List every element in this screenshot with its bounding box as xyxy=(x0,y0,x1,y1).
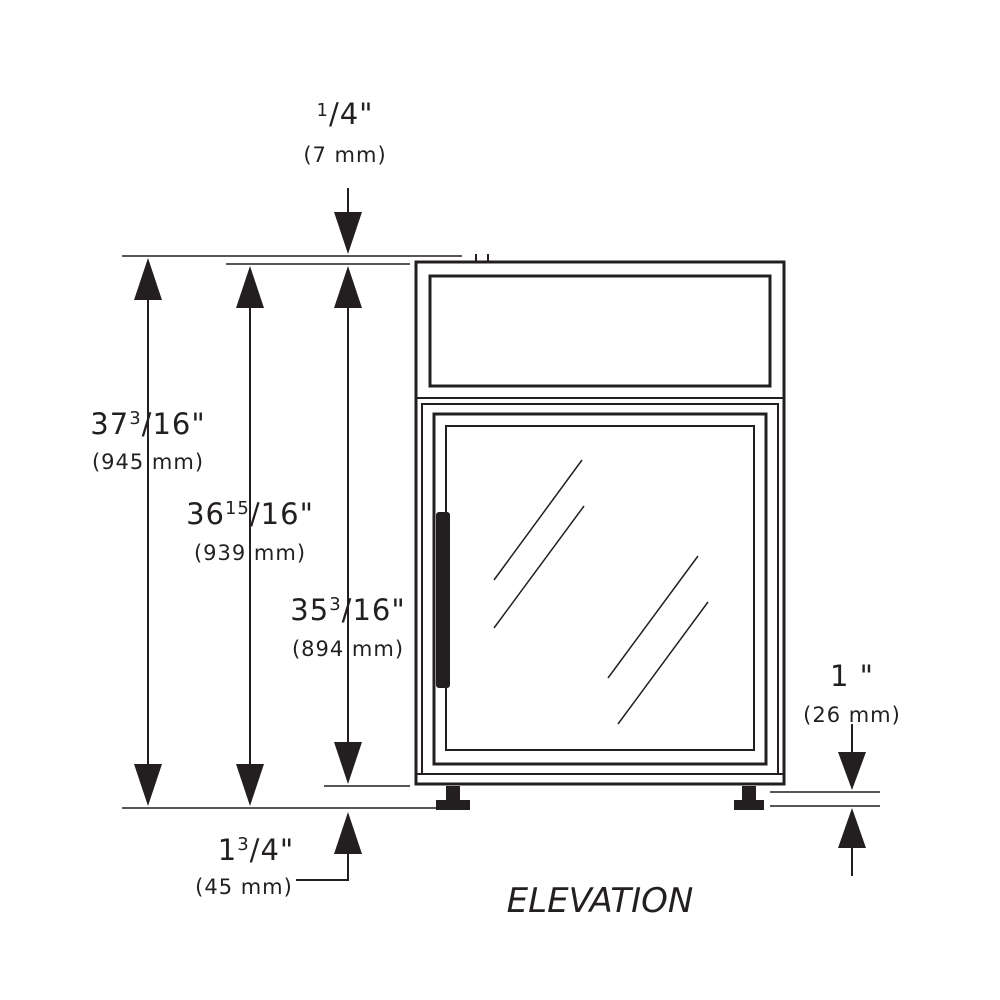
overall-numerator: 3 xyxy=(129,408,141,429)
body-unit: " xyxy=(300,497,314,531)
leg-left xyxy=(446,786,460,802)
door-handle xyxy=(436,512,450,688)
body-denominator: 16 xyxy=(261,497,300,531)
view-label: ELEVATION xyxy=(507,881,694,921)
overall-unit: " xyxy=(191,407,205,441)
svg-text:1/4": 1/4" xyxy=(316,97,373,131)
leg-height-denominator: 4 xyxy=(260,833,279,867)
cabinet-unit: " xyxy=(391,593,405,627)
label-cabinet: 353/16" (894 mm) xyxy=(290,593,405,661)
extension-lines xyxy=(122,255,880,809)
leg-height-metric: (45 mm) xyxy=(195,875,293,899)
dimension-line-body xyxy=(236,266,264,806)
floor-gap-unit: " xyxy=(849,659,874,693)
top-gap-denominator: 4 xyxy=(340,97,359,131)
dimension-arrow-top-gap xyxy=(334,188,362,254)
leg-right-foot xyxy=(734,800,764,810)
body-whole: 36 xyxy=(186,497,225,531)
overall-denominator: 16 xyxy=(152,407,191,441)
label-top-gap: 1/4" (7 mm) xyxy=(303,97,386,167)
cabinet-whole: 35 xyxy=(290,593,329,627)
cabinet-outer-frame xyxy=(414,260,786,786)
leg-right xyxy=(742,786,756,802)
body-numerator: 15 xyxy=(225,498,250,519)
cabinet-denominator: 16 xyxy=(352,593,391,627)
top-gap-numerator: 1 xyxy=(316,100,328,121)
overall-metric: (945 mm) xyxy=(92,450,204,474)
dimension-line-overall xyxy=(134,258,162,806)
dimension-arrow-leg-height xyxy=(296,812,362,881)
leg-height-whole: 1 xyxy=(218,833,237,867)
leg-height-unit: " xyxy=(280,833,294,867)
top-gap-unit: " xyxy=(359,97,373,131)
label-overall: 373/16" (945 mm) xyxy=(90,407,205,474)
top-gap-metric: (7 mm) xyxy=(303,143,386,167)
dimension-arrow-floor-gap xyxy=(838,724,866,876)
leg-height-numerator: 3 xyxy=(237,834,249,855)
label-floor-gap: 1 " (26 mm) xyxy=(803,659,901,727)
sign-panel xyxy=(428,274,772,388)
svg-text:373/16": 373/16" xyxy=(90,407,205,441)
dimension-line-cabinet xyxy=(334,266,362,784)
glass-pane xyxy=(445,425,755,751)
cabinet-metric: (894 mm) xyxy=(292,637,404,661)
door-frame xyxy=(432,412,768,766)
refrigerator-cabinet xyxy=(414,254,786,810)
svg-text:353/16": 353/16" xyxy=(290,593,405,627)
floor-gap-metric: (26 mm) xyxy=(803,703,901,727)
body-metric: (939 mm) xyxy=(194,541,306,565)
door-outer-frame xyxy=(421,403,779,775)
svg-text:13/4": 13/4" xyxy=(218,833,294,867)
glass-reflection xyxy=(493,459,709,725)
label-body: 3615/16" (939 mm) xyxy=(186,497,314,565)
leg-left-foot xyxy=(436,800,470,810)
overall-whole: 37 xyxy=(90,407,129,441)
svg-text:3615/16": 3615/16" xyxy=(186,497,314,531)
floor-gap-whole: 1 xyxy=(830,659,849,693)
svg-text:1 ": 1 " xyxy=(830,659,874,693)
label-leg-height: 13/4" (45 mm) xyxy=(195,833,294,899)
cabinet-numerator: 3 xyxy=(329,594,341,615)
